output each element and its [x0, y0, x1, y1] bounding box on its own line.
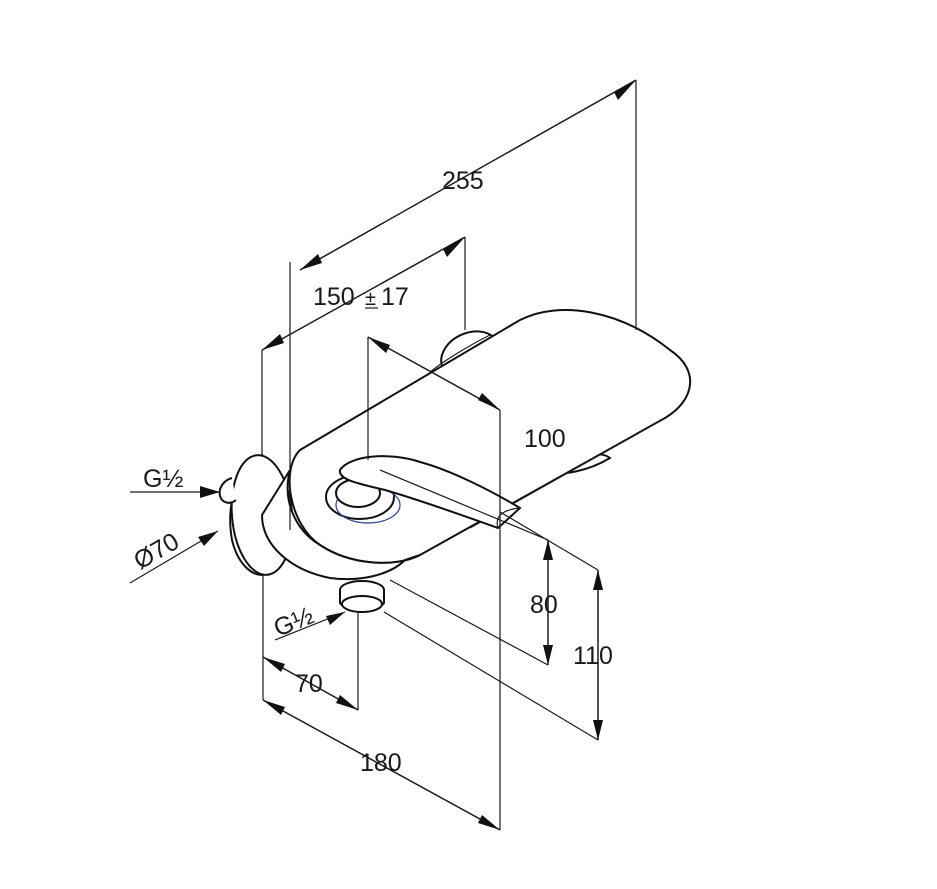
dim-center-tolerance: 17	[381, 283, 409, 311]
dim-height-small: 80	[530, 591, 558, 619]
dim-depth: 180	[360, 749, 402, 777]
dim-height-large: 110	[573, 642, 613, 670]
dim-spout-length: 100	[524, 425, 566, 453]
mixer-body	[218, 309, 692, 613]
dimension-lines	[129, 79, 637, 831]
dim-plus-minus-symbol: ±	[365, 288, 376, 310]
dim-center-distance: 150	[313, 283, 355, 311]
thread-outlet-label: G½	[270, 601, 318, 642]
dim-overall-length: 255	[442, 167, 484, 195]
dim-wall-to-outlet: 70	[295, 670, 323, 698]
thread-inlet-label: G½	[143, 465, 183, 493]
